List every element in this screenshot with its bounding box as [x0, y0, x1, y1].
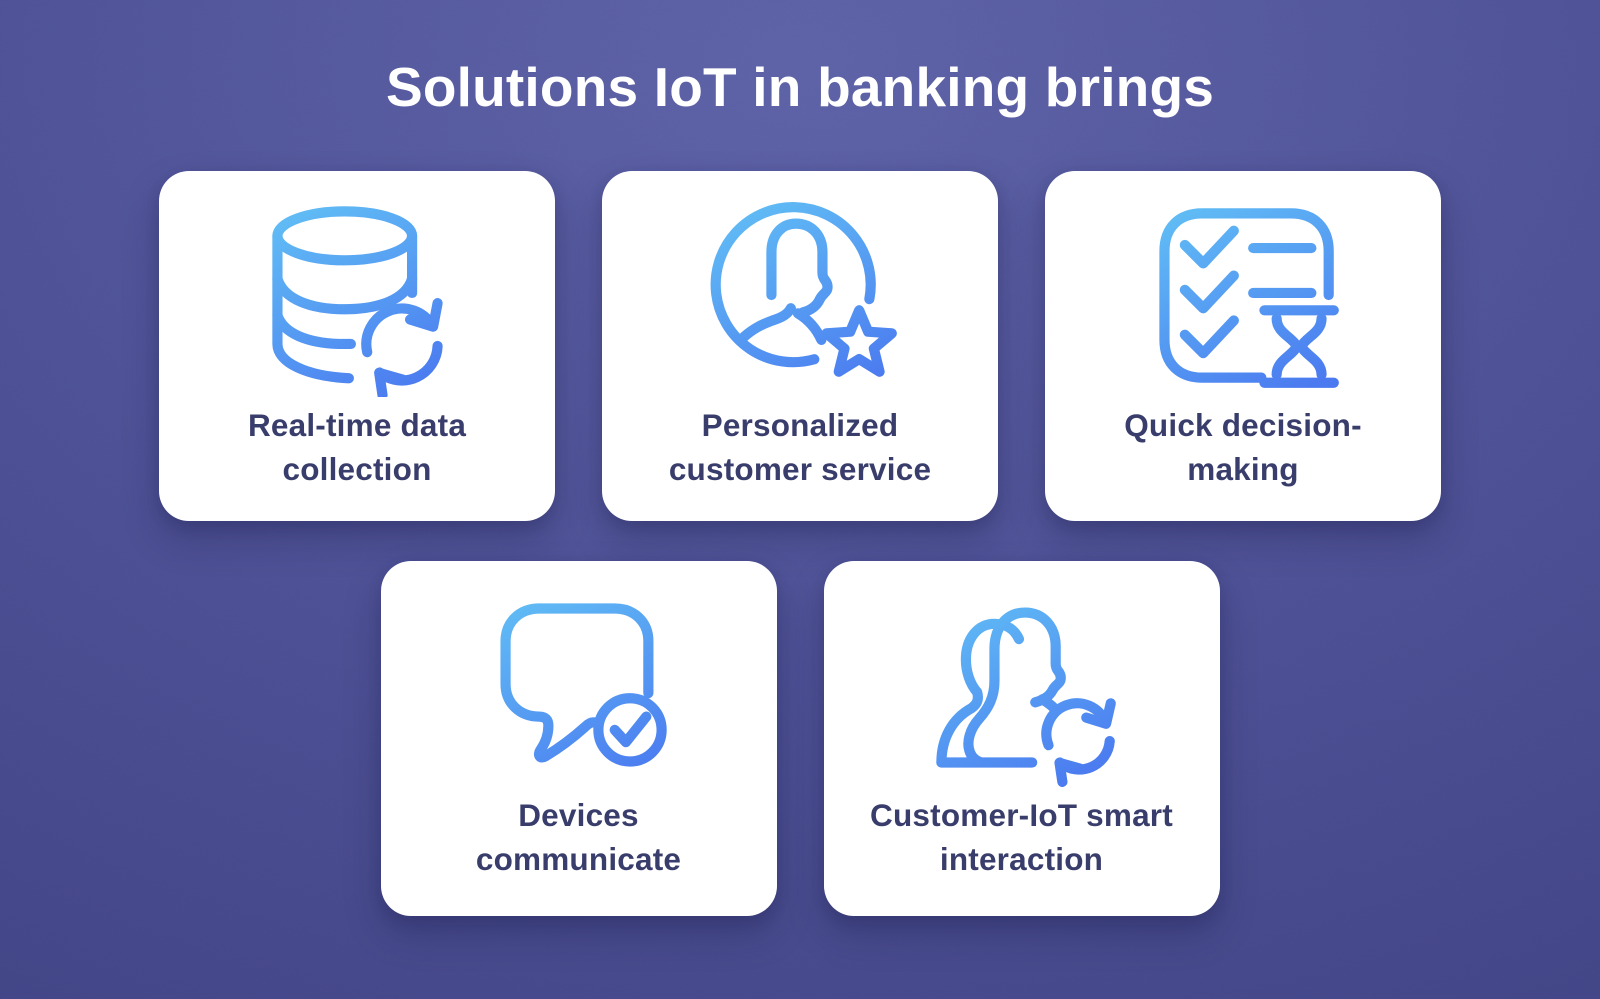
- card-label: Devices communicate: [475, 797, 682, 878]
- card-quick-decision-making: Quick decision- making: [1045, 171, 1441, 522]
- card-label: Real-time data collection: [247, 407, 467, 488]
- cards-row-bottom: Devices communicate Customer: [0, 561, 1600, 917]
- user-star-icon: [698, 193, 902, 397]
- card-real-time-data-collection: Real-time data collection: [159, 171, 555, 522]
- chat-check-icon: [477, 583, 681, 787]
- card-devices-communicate: Devices communicate: [380, 561, 777, 917]
- checklist-hourglass-icon: [1141, 193, 1345, 397]
- card-label: Personalized customer service: [668, 407, 932, 488]
- page-title: Solutions IoT in banking brings: [385, 56, 1215, 118]
- users-sync-icon: [920, 583, 1124, 788]
- card-personalized-customer-service: Personalized customer service: [602, 171, 998, 522]
- database-sync-icon: [255, 193, 459, 398]
- card-label: Quick decision- making: [1124, 407, 1362, 488]
- card-label: Customer-IoT smart interaction: [870, 797, 1173, 878]
- card-customer-iot-smart-interaction: Customer-IoT smart interaction: [823, 561, 1220, 917]
- cards-row-top: Real-time data collection Personalized c…: [0, 171, 1600, 522]
